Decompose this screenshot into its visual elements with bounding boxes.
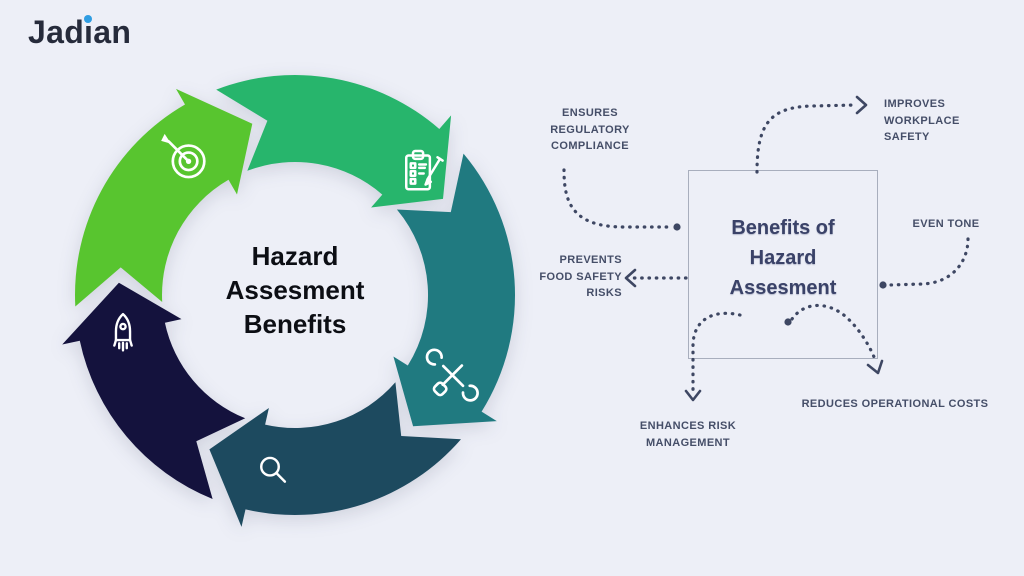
arrowhead-enhances-icon bbox=[684, 389, 702, 402]
label-enhances-risk-management: ENHANCES RISK MANAGEMENT bbox=[639, 420, 737, 449]
connector-even-tone bbox=[887, 237, 970, 287]
label-reduces-operational-costs: REDUCES OPERATIONAL COSTS bbox=[801, 398, 989, 410]
benefits-box-title: Benefits of Hazard Assesment bbox=[729, 216, 837, 299]
logo-text-jad: Jad bbox=[28, 14, 85, 50]
logo-i-dot bbox=[84, 15, 93, 23]
label-prevents-food-safety-risks: PREVENTS FOOD SAFETY RISKS bbox=[539, 254, 622, 299]
label-improves-workplace-safety: IMPROVES WORKPLACE SAFETY bbox=[884, 98, 960, 143]
cycle-diagram bbox=[62, 75, 516, 527]
cycle-segment-maintenance bbox=[393, 153, 516, 427]
connector-even-tone-dot bbox=[879, 281, 887, 289]
connector-improves bbox=[755, 103, 858, 174]
logo-text-i: ı bbox=[84, 14, 94, 50]
arrowhead-prevents-icon bbox=[624, 268, 637, 288]
cycle-arrows-group bbox=[62, 75, 516, 527]
cycle-segment-audit bbox=[216, 75, 452, 208]
logo-text-an: an bbox=[93, 14, 132, 50]
connector-ensures bbox=[562, 168, 674, 229]
label-even-tone: EVEN TONE bbox=[912, 218, 980, 230]
cycle-segment-launch bbox=[62, 282, 246, 499]
benefits-box: Benefits of Hazard Assesment bbox=[688, 170, 878, 359]
connector-ensures-dot bbox=[673, 223, 681, 231]
cycle-segment-goals bbox=[75, 88, 253, 307]
arrowhead-reduces-icon bbox=[866, 359, 884, 375]
label-ensures-regulatory-compliance: ENSURES REGULATORY COMPLIANCE bbox=[550, 107, 630, 152]
cycle-segment-inspection bbox=[209, 382, 461, 527]
arrowhead-improves-icon bbox=[855, 95, 868, 115]
cycle-title: Hazard Assesment Benefits bbox=[225, 241, 365, 339]
